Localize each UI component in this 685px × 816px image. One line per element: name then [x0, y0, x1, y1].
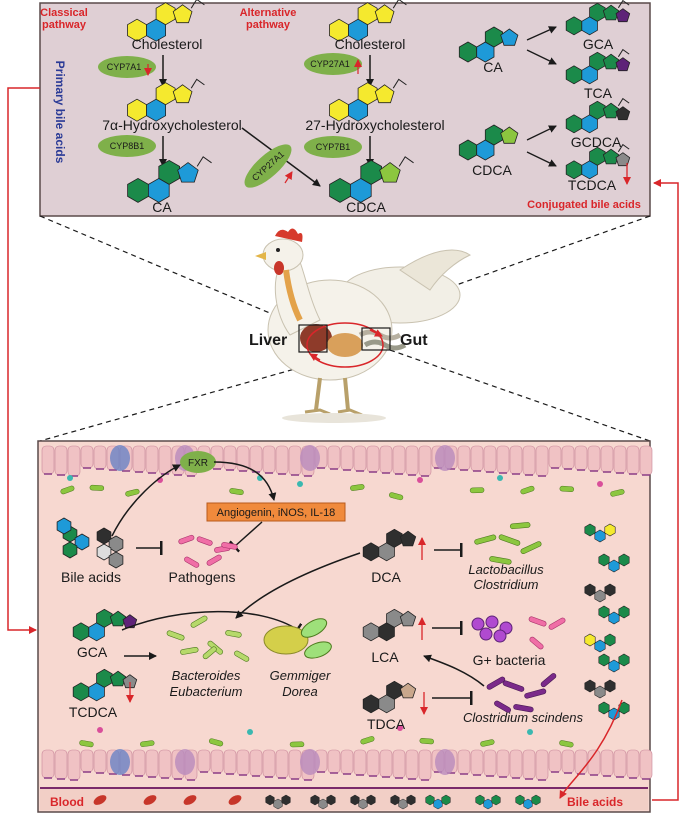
- ca-molecule: [127, 156, 212, 203]
- blood-vessel-contents: [93, 794, 541, 810]
- cholesterol-molecule-alt: [329, 0, 407, 42]
- bile-acids-cluster: [56, 517, 124, 569]
- ca-label: CA: [152, 199, 172, 215]
- red-feedback-left: [7, 87, 40, 634]
- primary-bile-acids-label: Primary bile acids: [53, 61, 67, 164]
- arrow-clostridium-scindens-to-lca: [423, 654, 485, 687]
- cholesterol-alt-label: Cholesterol: [335, 36, 406, 52]
- liver-label: Liver: [249, 332, 287, 349]
- cdca-right-label: CDCA: [472, 162, 512, 178]
- arrow-ca-to-gca: [526, 26, 557, 41]
- epithelium-bottom: [41, 749, 653, 781]
- tdca-molecule: [362, 680, 417, 714]
- red-feedback-right: [652, 179, 679, 801]
- tca-label: TCA: [584, 85, 613, 101]
- dorea-label: Dorea: [282, 684, 317, 699]
- fxr-receptor: FXR: [180, 451, 216, 473]
- cytokine-box: Angiogenin, iNOS, IL-18: [206, 502, 346, 522]
- svg-text:CYP27A1: CYP27A1: [310, 59, 350, 69]
- lca-label: LCA: [371, 649, 399, 665]
- bacteroides-cluster: [166, 615, 250, 662]
- conjugated-bile-acids-label: Conjugated bile acids: [527, 199, 641, 211]
- tcdca-label: TCDCA: [568, 177, 617, 193]
- ca-molecule-right: [458, 26, 519, 63]
- cdca-molecule-right: [458, 124, 519, 161]
- microbiota-layer: [60, 475, 625, 748]
- arrow-cdca-to-tcdca: [526, 151, 557, 167]
- 7a-hydroxycholesterol-label: 7α-Hydroxycholesterol: [102, 117, 242, 133]
- gca-label: GCA: [583, 36, 614, 52]
- gut-box: [361, 327, 391, 351]
- dca-molecule: [362, 528, 417, 562]
- pathogens-cluster: [178, 534, 238, 568]
- bacteroides-label: Bacteroides: [172, 668, 241, 683]
- svg-text:CYP7B1: CYP7B1: [316, 142, 351, 152]
- arrow-ca-to-tca: [526, 49, 557, 65]
- svg-text:CYP7A1: CYP7A1: [107, 62, 142, 72]
- cholesterol-label: Cholesterol: [132, 36, 203, 52]
- 27-hydroxycholesterol-label: 27-Hydroxycholesterol: [305, 117, 444, 133]
- pathogens-label: Pathogens: [169, 569, 236, 585]
- clostridium-scindens-label: Clostridium scindens: [463, 710, 583, 725]
- enzyme-cyp8b1: CYP8B1: [98, 135, 156, 157]
- cytokines-inhibit-pathogens: [228, 521, 263, 553]
- lca-molecule: [362, 608, 417, 642]
- cdca-molecule: [329, 156, 414, 203]
- bile-acid-pool: [584, 523, 630, 721]
- blood-label: Blood: [50, 795, 84, 809]
- gut-label: Gut: [400, 332, 428, 349]
- liver-box: [298, 324, 328, 353]
- lactobacillus-label: Lactobacillus: [468, 562, 544, 577]
- enzyme-cyp27a1-top: CYP27A1: [304, 53, 362, 75]
- tcdca-bottom-label: TCDCA: [69, 704, 118, 720]
- gca-bottom-molecule: [72, 608, 138, 642]
- gemmiger-label: Gemmiger: [270, 668, 331, 683]
- svg-text:Angiogenin, iNOS, IL-18: Angiogenin, iNOS, IL-18: [217, 507, 336, 519]
- gca-bottom-label: GCA: [77, 644, 108, 660]
- enzyme-cyp7a1: CYP7A1: [98, 56, 156, 78]
- cdca-label: CDCA: [346, 199, 386, 215]
- svg-text:FXR: FXR: [188, 458, 208, 469]
- svg-text:CYP8B1: CYP8B1: [110, 141, 145, 151]
- eubacterium-label: Eubacterium: [170, 684, 243, 699]
- gca-molecule: [565, 0, 631, 36]
- 27-hydroxycholesterol-molecule: [329, 78, 407, 122]
- dca-label: DCA: [371, 569, 401, 585]
- tcdca-bottom-molecule: [72, 668, 138, 702]
- zoom-line: [39, 215, 311, 331]
- gcdca-label: GCDCA: [571, 134, 622, 150]
- arrow-fxr-to-cytokines: [213, 461, 277, 501]
- gemmiger-cluster: [263, 618, 332, 659]
- clostridium-scindens-cluster: [486, 673, 557, 713]
- gplus-bacteria-label: G+ bacteria: [473, 652, 546, 668]
- tcdca-molecule: [565, 143, 631, 180]
- tdca-label: TDCA: [367, 716, 406, 732]
- arrow-dca-to-bacteroides: [235, 552, 361, 619]
- gut-lumen-panel: [37, 440, 653, 813]
- bile-acids-label: Bile acids: [61, 569, 121, 585]
- clostridium-label: Clostridium: [473, 577, 538, 592]
- chicken-illustration: [255, 228, 472, 423]
- 7a-hydroxycholesterol-molecule: [127, 78, 205, 122]
- gca-inhibit-gemmiger: [121, 610, 303, 637]
- tca-molecule: [565, 48, 631, 85]
- enzyme-cyp7b1: CYP7B1: [304, 136, 362, 158]
- gplus-bacteria-cluster: [471, 615, 566, 650]
- arrow-cdca-to-gcdca: [526, 125, 557, 141]
- lactobacillus-cluster: [474, 522, 542, 565]
- gcdca-molecule: [565, 97, 631, 134]
- arrow-bile-acids-to-blood: [559, 699, 623, 799]
- bile-acids-out-label: Bile acids: [567, 795, 623, 809]
- zoom-line: [389, 349, 651, 442]
- cholesterol-molecule: [127, 0, 205, 42]
- ca-right-label: CA: [483, 59, 503, 75]
- arrow-bile-acids-to-fxr: [111, 464, 181, 537]
